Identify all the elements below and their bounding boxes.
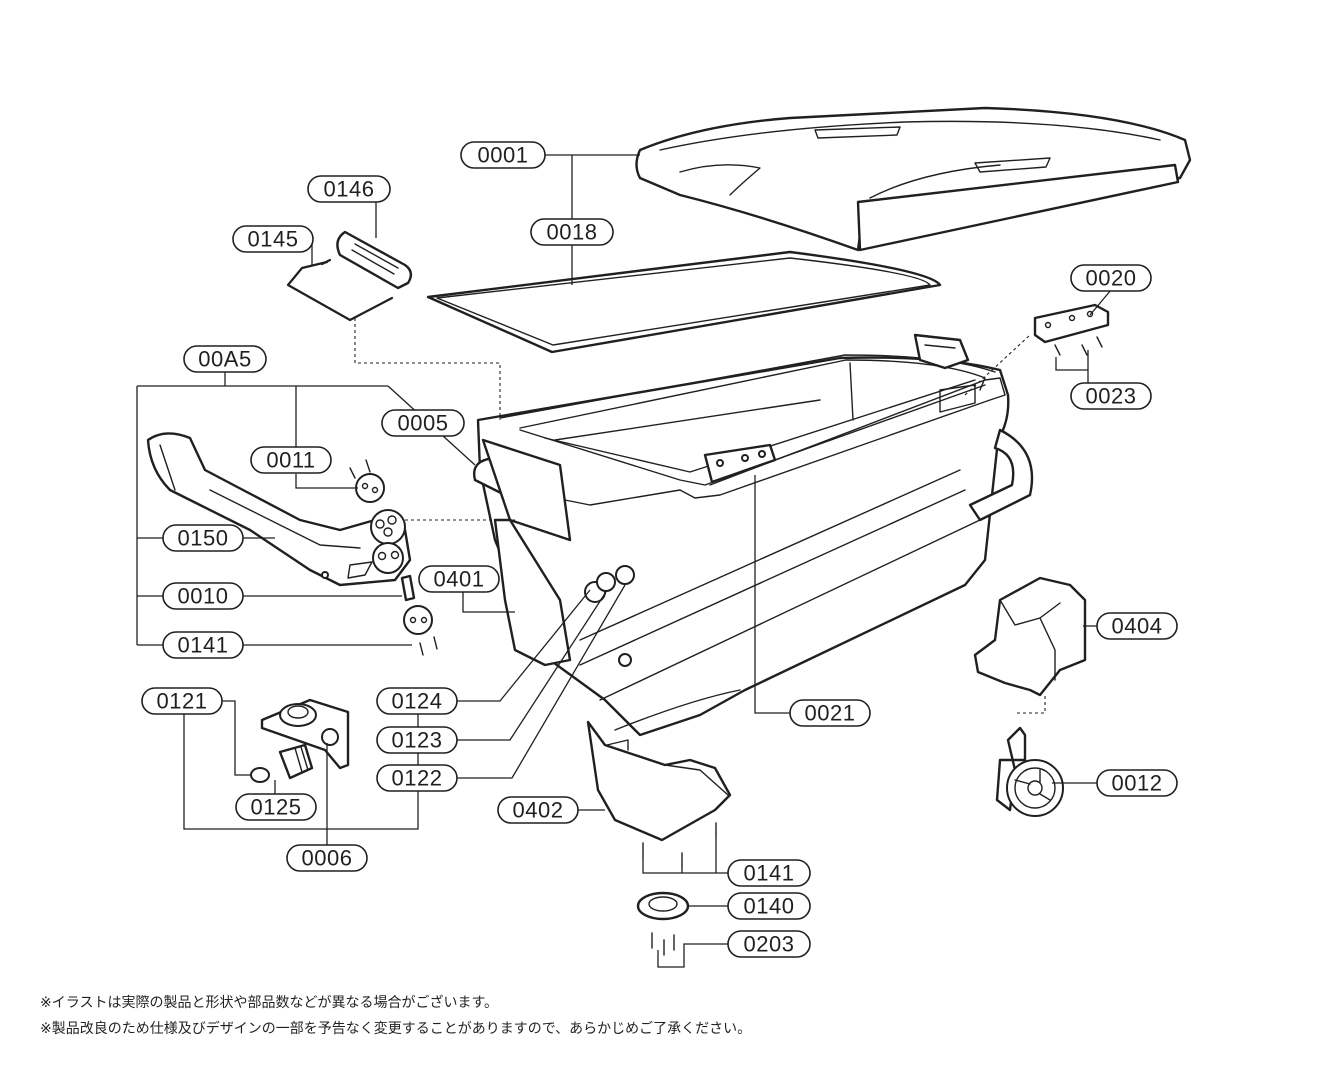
label-0140: 0140 xyxy=(727,892,811,920)
label-0001: 0001 xyxy=(460,141,546,169)
svg-text:0001: 0001 xyxy=(478,143,529,168)
svg-text:0124: 0124 xyxy=(392,689,443,714)
svg-text:00A5: 00A5 xyxy=(198,347,251,372)
svg-text:0141: 0141 xyxy=(744,861,795,886)
label-0005: 0005 xyxy=(381,409,465,437)
screws-0141-part xyxy=(642,822,717,869)
handle-wire-part xyxy=(286,258,394,322)
label-0006: 0006 xyxy=(286,844,368,872)
wheel-0012-part xyxy=(995,726,1064,817)
label-00A5: 00A5 xyxy=(183,345,267,373)
label-0125: 0125 xyxy=(235,793,317,821)
pin-0010-part xyxy=(400,574,416,602)
svg-text:0010: 0010 xyxy=(178,584,229,609)
svg-text:0402: 0402 xyxy=(513,798,564,823)
label-0145: 0145 xyxy=(232,225,314,253)
cap-0141-part xyxy=(403,605,438,656)
svg-text:0023: 0023 xyxy=(1086,384,1137,409)
gasket-part xyxy=(426,250,942,354)
label-0122: 0122 xyxy=(376,764,458,792)
label-0010: 0010 xyxy=(162,582,244,610)
svg-text:0203: 0203 xyxy=(744,932,795,957)
label-0123: 0123 xyxy=(376,726,458,754)
drain-plug-0125-part xyxy=(250,743,314,783)
screws-0203-part xyxy=(651,932,675,956)
svg-text:0123: 0123 xyxy=(392,728,443,753)
svg-text:0125: 0125 xyxy=(251,795,302,820)
label-0124: 0124 xyxy=(376,687,458,715)
lid-part xyxy=(635,106,1192,252)
svg-text:0012: 0012 xyxy=(1112,771,1163,796)
svg-text:0401: 0401 xyxy=(434,567,485,592)
guide-lines xyxy=(354,318,1046,714)
label-0141-left: 0141 xyxy=(162,631,244,659)
label-0018: 0018 xyxy=(530,218,614,246)
svg-text:0141: 0141 xyxy=(178,633,229,658)
label-0404: 0404 xyxy=(1096,612,1178,640)
svg-text:0140: 0140 xyxy=(744,894,795,919)
svg-text:0122: 0122 xyxy=(392,766,443,791)
svg-text:0021: 0021 xyxy=(805,701,856,726)
svg-text:0145: 0145 xyxy=(248,227,299,252)
cap-0011-part xyxy=(349,459,385,503)
svg-text:0018: 0018 xyxy=(547,220,598,245)
svg-text:0121: 0121 xyxy=(157,689,208,714)
svg-text:0404: 0404 xyxy=(1112,614,1163,639)
label-0141-bottom: 0141 xyxy=(727,859,811,887)
side-handle-arm-part xyxy=(146,432,412,587)
disclaimer-note-2: ※製品改良のため仕様及びデザインの一部を予告なく変更することがありますので、あら… xyxy=(40,1021,752,1037)
label-0203: 0203 xyxy=(727,930,811,958)
svg-text:0150: 0150 xyxy=(178,526,229,551)
hinge-bracket-0020-part xyxy=(1033,303,1110,356)
label-0150: 0150 xyxy=(162,524,244,552)
label-0012: 0012 xyxy=(1096,769,1178,797)
svg-text:0020: 0020 xyxy=(1086,266,1137,291)
label-0021: 0021 xyxy=(789,699,871,727)
bottom-cover-0402-part xyxy=(586,720,732,842)
svg-text:0146: 0146 xyxy=(324,177,375,202)
label-0023: 0023 xyxy=(1070,382,1152,410)
label-0146: 0146 xyxy=(307,175,391,203)
svg-text:0005: 0005 xyxy=(398,411,449,436)
leader-lines xyxy=(136,154,1112,968)
corner-cover-0401-part xyxy=(493,518,572,667)
foot-0140-part xyxy=(636,891,690,921)
cooler-body-part xyxy=(473,333,1034,737)
label-0020: 0020 xyxy=(1070,264,1152,292)
svg-text:0011: 0011 xyxy=(266,448,315,473)
label-0402: 0402 xyxy=(497,796,579,824)
label-0011: 0011 xyxy=(250,446,332,474)
svg-text:0006: 0006 xyxy=(302,846,353,871)
label-0401: 0401 xyxy=(418,565,500,593)
label-0121: 0121 xyxy=(141,687,223,715)
handle-grip-part xyxy=(336,230,413,290)
disclaimer-note-1: ※イラストは実際の製品と形状や部品数などが異なる場合がございます。 xyxy=(40,995,499,1011)
wheel-holder-0404-part xyxy=(973,576,1087,697)
